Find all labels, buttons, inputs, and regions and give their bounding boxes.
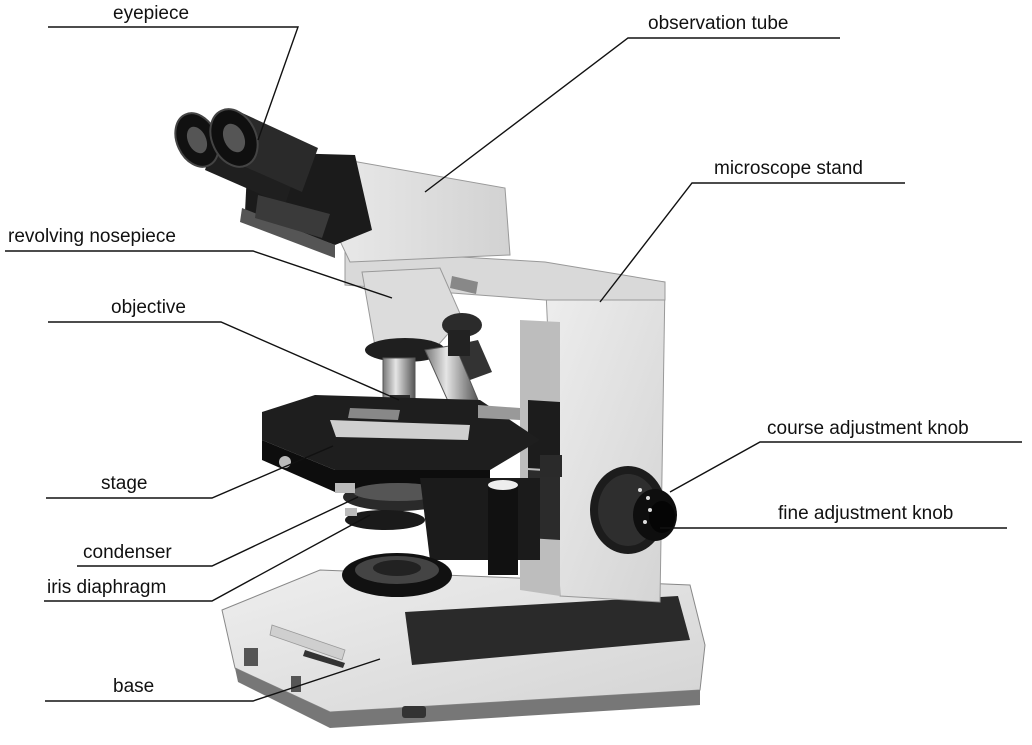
- label-course-adjustment-knob: course adjustment knob: [767, 419, 969, 438]
- illuminator-ring: [342, 553, 452, 597]
- label-base: base: [113, 677, 154, 696]
- leader-course-adjustment-knob: [670, 442, 1022, 492]
- label-fine-adjustment-knob: fine adjustment knob: [778, 504, 953, 523]
- microscope-illustration: [167, 102, 705, 728]
- label-revolving-nosepiece: revolving nosepiece: [8, 227, 176, 246]
- stand-pillar: [520, 270, 665, 602]
- label-eyepiece: eyepiece: [113, 4, 189, 23]
- label-stage: stage: [101, 474, 147, 493]
- label-microscope-stand: microscope stand: [714, 159, 863, 178]
- leader-objective: [48, 322, 399, 400]
- label-iris-diaphragm: iris diaphragm: [47, 578, 166, 597]
- focus-knobs-illustration: [590, 466, 677, 554]
- label-objective: objective: [111, 298, 186, 317]
- label-condenser: condenser: [83, 543, 172, 562]
- stage-illustration: [262, 395, 562, 492]
- leader-revolving-nosepiece: [5, 251, 392, 298]
- label-observation-tube: observation tube: [648, 14, 789, 33]
